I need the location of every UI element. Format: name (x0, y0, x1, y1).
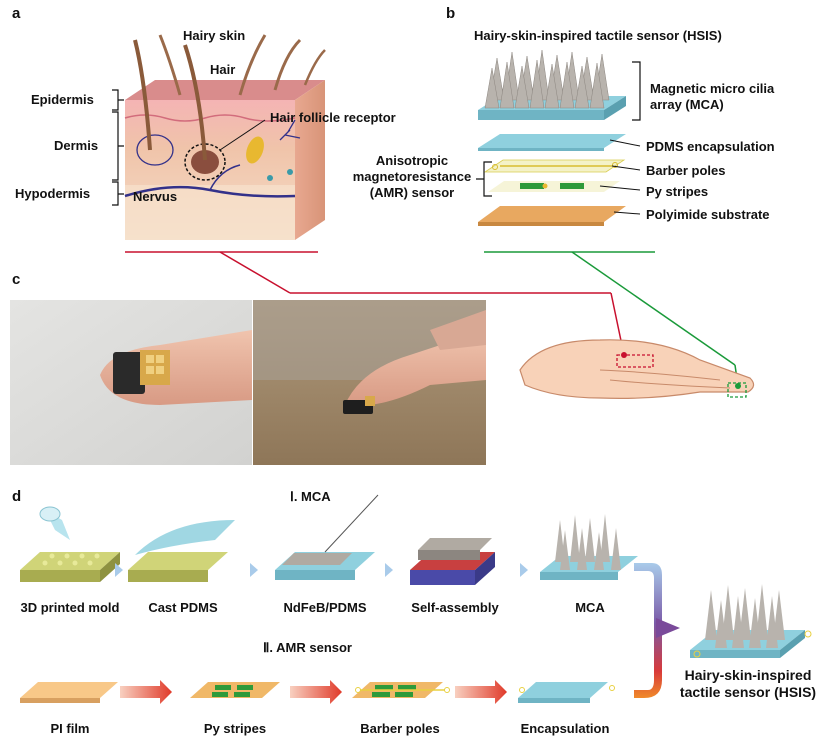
pdms-layer (478, 134, 626, 148)
row2-label-py-stripes: Py stripes (203, 721, 267, 736)
step-mca (540, 514, 638, 580)
step-pi-film (20, 682, 118, 703)
result-label: Hairy-skin-inspired tactile sensor (HSIS… (679, 667, 817, 700)
layer-hypodermis: Hypodermis (15, 186, 91, 201)
polyimide-substrate (478, 206, 626, 222)
receptor-label: Hair follicle receptor (270, 110, 396, 125)
substrate-label: Polyimide substrate (646, 207, 770, 222)
row1-label-ndfeb: NdFeB/PDMS (283, 600, 367, 615)
step-encapsulation (518, 682, 615, 703)
step-cast-pdms (128, 520, 235, 582)
panel-label-a: a (12, 5, 21, 22)
section-amr-title: Ⅱ. AMR sensor (263, 640, 352, 655)
step-py-stripes (190, 682, 280, 698)
nervus-label: Nervus (133, 189, 178, 204)
skin-title: Hairy skin (183, 28, 246, 43)
py-label: Py stripes (646, 184, 709, 199)
sensor-title: Hairy-skin-inspired tactile sensor (HSIS… (474, 28, 722, 43)
section-mca-title: Ⅰ. MCA (290, 489, 331, 504)
hand-illustration (519, 339, 755, 399)
barber-label: Barber poles (646, 163, 726, 178)
mca-label: Magnetic micro cilia array (MCA) (650, 81, 775, 112)
layer-dermis: Dermis (54, 138, 99, 153)
step-ndfeb (275, 494, 379, 580)
panel-label-b: b (446, 5, 456, 22)
cilia-array (484, 49, 610, 109)
hair-label: Hair (210, 62, 236, 77)
row1-label-mca: MCA (575, 600, 605, 615)
skin-side-face (295, 80, 325, 240)
row1-label-self-assembly: Self-assembly (411, 600, 499, 615)
row1-label-cast: Cast PDMS (148, 600, 218, 615)
panel-label-c: c (12, 271, 21, 288)
panel-label-d: d (12, 488, 22, 505)
row2-label-barber-poles: Barber poles (360, 721, 440, 736)
pdms-label: PDMS encapsulation (646, 139, 775, 154)
row2-label-pi-film: PI film (50, 721, 90, 736)
final-hsis (690, 584, 812, 658)
row1-label-mold: 3D printed mold (20, 600, 120, 615)
amr-label: Anisotropic magnetoresistance (AMR) sens… (352, 153, 472, 200)
row2-label-encapsulation: Encapsulation (520, 721, 610, 736)
layer-epidermis: Epidermis (31, 92, 94, 107)
step-mold (20, 506, 120, 582)
step-barber-poles (352, 682, 450, 698)
step-self-assembly (410, 538, 495, 585)
